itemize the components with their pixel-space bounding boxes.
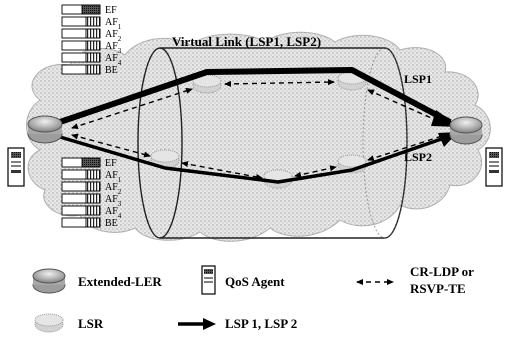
bottom-queue-name: BE	[105, 218, 118, 229]
legend-lsr-label: LSR	[78, 316, 104, 331]
top-queue-label: AF4	[105, 53, 122, 67]
top-queue-label: BE	[105, 65, 118, 76]
qos-agent-left	[7, 147, 25, 187]
bottom-queue-subscript: 1	[118, 176, 122, 184]
top-queue-label: EF	[105, 5, 117, 16]
bottom-queue-fill	[85, 169, 101, 180]
legend-lsp-label: LSP 1, LSP 2	[225, 316, 297, 331]
top-queue-fill	[85, 40, 101, 51]
top-queue-name: EF	[105, 5, 117, 16]
top-queue-row: AF3	[61, 40, 122, 55]
bottom-queue-subscript: 3	[118, 200, 122, 208]
bottom-queue-label: AF1	[105, 170, 122, 184]
bottom-queue-label: EF	[105, 158, 117, 169]
bottom-queue-row: BE	[61, 217, 118, 229]
top-queue-subscript: 3	[118, 47, 122, 55]
lsr-node-top-right	[337, 71, 367, 91]
bottom-queue-name: AF	[105, 170, 118, 181]
extended-ler-right	[449, 116, 483, 145]
bottom-queue-fill	[81, 157, 101, 168]
bottom-queue-row: AF3	[61, 193, 122, 208]
lsp1-label: LSP1	[404, 72, 432, 86]
top-queue-subscript: 4	[118, 59, 122, 67]
top-queue-row: AF1	[61, 16, 122, 31]
legend-lsp-arrow-icon	[178, 318, 216, 330]
bottom-queue-fill	[85, 217, 101, 228]
bottom-queue-fill	[85, 205, 101, 216]
extended-ler-left	[27, 115, 63, 144]
bottom-queue-label: AF3	[105, 194, 122, 208]
legend-extended-ler-label: Extended-LER	[78, 274, 162, 289]
top-queue-subscript: 2	[118, 35, 122, 43]
legend-rsvp-te-label: RSVP-TE	[410, 281, 466, 296]
top-queue-name: AF	[105, 17, 118, 28]
top-queue-row: AF2	[61, 28, 122, 43]
top-queue-name: BE	[105, 65, 118, 76]
bottom-queue-row: EF	[61, 157, 117, 169]
top-queue-row: BE	[61, 64, 118, 76]
legend-extended-ler-icon	[32, 268, 66, 294]
top-queue-label: AF1	[105, 17, 122, 31]
lsp2-label: LSP2	[404, 150, 432, 164]
lsr-node-bottom-left	[150, 149, 180, 169]
bottom-queue-name: AF	[105, 182, 118, 193]
bottom-queue-name: EF	[105, 158, 117, 169]
bottom-queue-row: AF1	[61, 169, 122, 184]
bottom-queue-name: AF	[105, 206, 118, 217]
top-queue-row: EF	[61, 4, 117, 16]
virtual-link-title: Virtual Link (LSP1, LSP2)	[172, 34, 321, 49]
bottom-queue-row: AF4	[61, 205, 122, 220]
top-queue-name: AF	[105, 53, 118, 64]
legend: Extended-LER QoS Agent CR-LDP or RSVP-TE…	[32, 264, 474, 333]
top-queue-fill	[85, 16, 101, 27]
bottom-queue-row: AF2	[61, 181, 122, 196]
top-queue-fill	[85, 28, 101, 39]
legend-lsr-icon	[34, 313, 64, 333]
bottom-queue-label: BE	[105, 218, 118, 229]
legend-qos-agent-label: QoS Agent	[225, 274, 285, 289]
top-queue-subscript: 1	[118, 23, 122, 31]
top-queue-label: AF3	[105, 41, 122, 55]
cr-ldp-signalling	[71, 79, 446, 180]
legend-qos-agent-icon	[201, 265, 216, 295]
top-queue-name: AF	[105, 29, 118, 40]
top-queue-fill	[85, 64, 101, 75]
top-queue-label: AF2	[105, 29, 122, 43]
top-queue-fill	[85, 52, 101, 63]
bottom-queue-fill	[85, 181, 101, 192]
top-queue-row: AF4	[61, 52, 122, 67]
legend-cr-ldp-label: CR-LDP or	[410, 264, 474, 279]
bottom-queue-subscript: 4	[118, 212, 122, 220]
bottom-queue-fill	[85, 193, 101, 204]
top-queue-name: AF	[105, 41, 118, 52]
top-queue-fill	[81, 4, 101, 15]
lsr-node-bottom-middle	[263, 169, 293, 189]
bottom-queue-subscript: 2	[118, 188, 122, 196]
bottom-queue-name: AF	[105, 194, 118, 205]
bottom-queue-label: AF4	[105, 206, 122, 220]
bottom-queue-label: AF2	[105, 182, 122, 196]
qos-agent-right	[485, 147, 503, 187]
